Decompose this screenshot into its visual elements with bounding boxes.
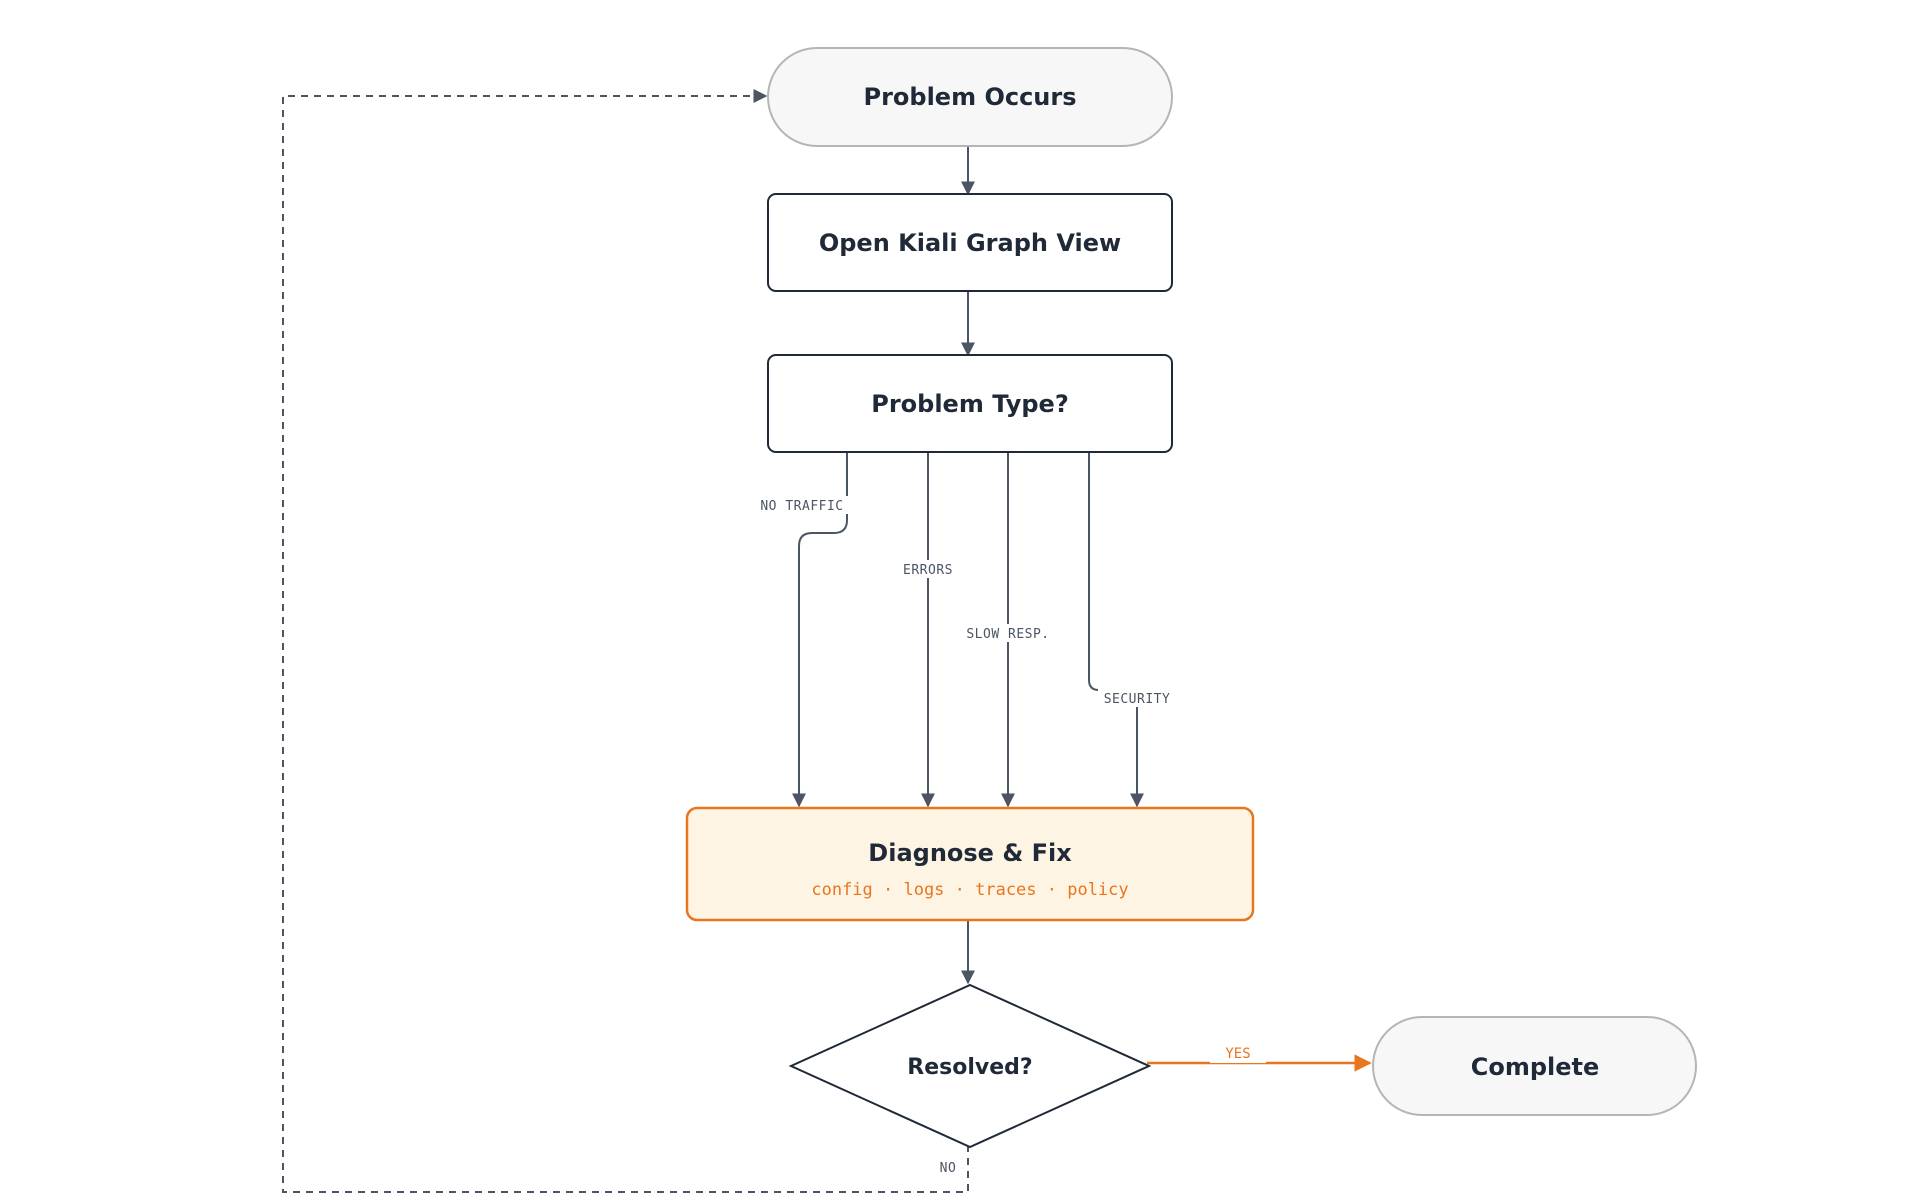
node-open-graph-label: Open Kiali Graph View (819, 229, 1121, 257)
node-problem-occurs-label: Problem Occurs (863, 83, 1076, 111)
node-problem-occurs[interactable]: Problem Occurs (767, 47, 1173, 147)
edge-labels: NO TRAFFIC ERRORS SLOW RESP. SECURITY YE… (756, 496, 1266, 1176)
node-problem-type[interactable]: Problem Type? (767, 354, 1173, 453)
node-complete[interactable]: Complete (1372, 1016, 1697, 1116)
label-no-traffic: NO TRAFFIC (760, 499, 843, 514)
label-slow: SLOW RESP. (966, 627, 1049, 642)
node-resolved[interactable]: Resolved? (788, 983, 1152, 1149)
label-yes: YES (1225, 1046, 1250, 1062)
label-errors: ERRORS (903, 563, 953, 578)
node-open-graph[interactable]: Open Kiali Graph View (767, 193, 1173, 292)
node-diagnose-label: Diagnose & Fix (868, 839, 1072, 867)
node-diagnose[interactable]: Diagnose & Fix config · logs · traces · … (685, 806, 1255, 922)
node-diagnose-sub: config · logs · traces · policy (811, 880, 1128, 900)
node-problem-type-label: Problem Type? (871, 390, 1069, 418)
edge-security (1088, 452, 1144, 808)
label-security: SECURITY (1104, 692, 1171, 707)
node-complete-label: Complete (1471, 1053, 1600, 1081)
node-resolved-label: Resolved? (907, 1055, 1032, 1080)
edge-no-traffic (792, 452, 848, 808)
label-no: NO (940, 1161, 957, 1176)
edge-no-loop (282, 89, 969, 1193)
